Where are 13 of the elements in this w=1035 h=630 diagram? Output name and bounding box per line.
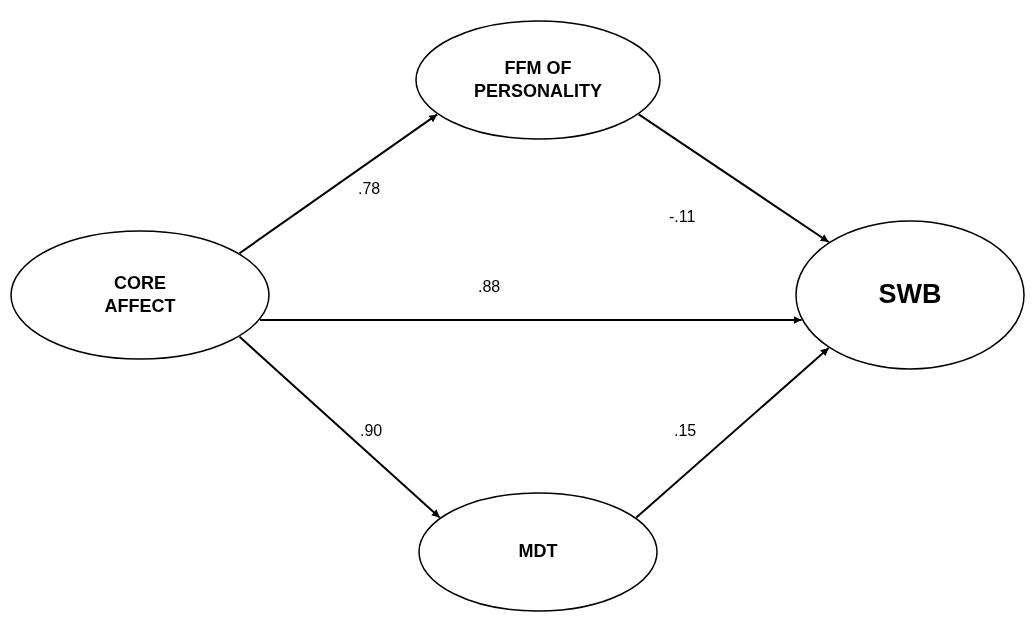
arrow bbox=[637, 113, 830, 243]
node-label: MDT bbox=[517, 540, 559, 564]
node-label: FFM OF PERSONALITY bbox=[473, 56, 603, 103]
arrow bbox=[635, 347, 830, 519]
node-label: CORE AFFECT bbox=[103, 271, 177, 318]
oval-node bbox=[415, 20, 661, 140]
oval-node bbox=[10, 230, 270, 360]
arrow bbox=[238, 335, 441, 519]
oval-node bbox=[795, 220, 1025, 370]
node-label: SWB bbox=[877, 278, 943, 312]
arrow bbox=[238, 113, 439, 255]
arrow bbox=[259, 316, 803, 325]
oval-node bbox=[418, 492, 658, 612]
